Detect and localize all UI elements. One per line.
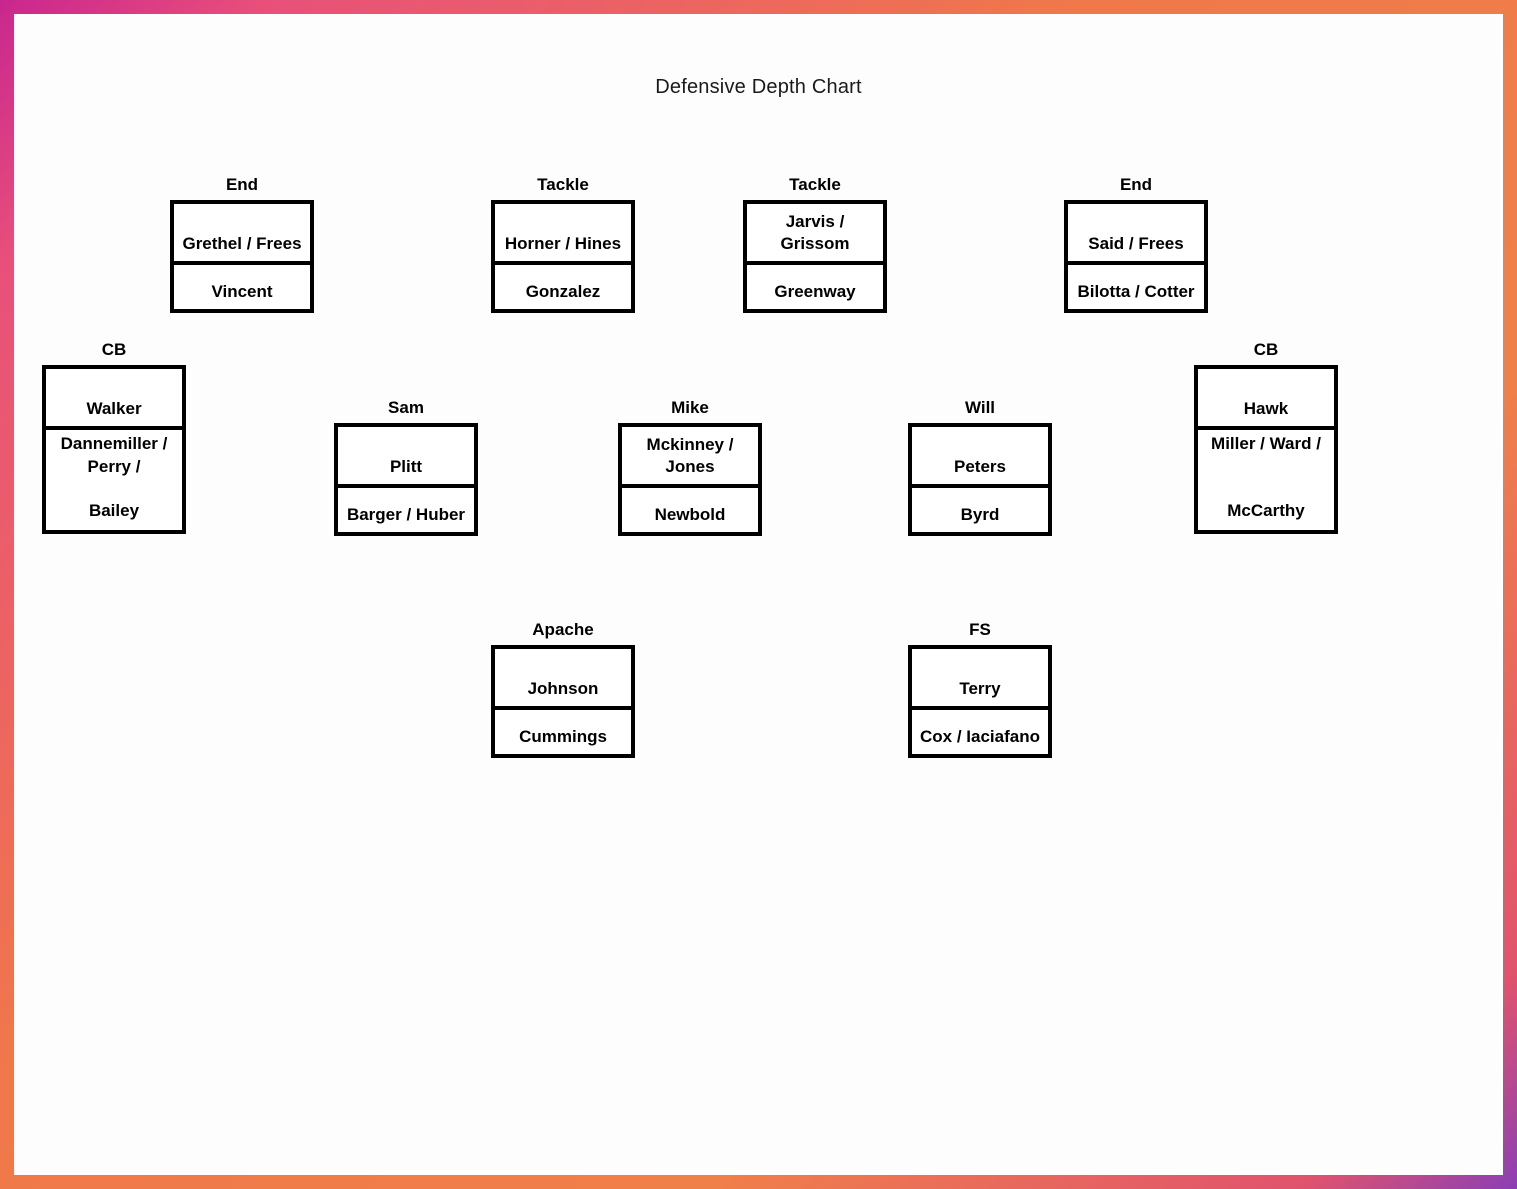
position-label: CB	[1253, 340, 1279, 359]
depth-cell-backup[interactable]: Bilotta / Cotter	[1068, 261, 1204, 309]
position-group-cb-left: CB Walker Dannemiller / Perry / Bailey	[42, 341, 186, 534]
position-group-de-right: End Said / Frees Bilotta / Cotter	[1064, 176, 1208, 313]
depth-cell-backup-line2: Bailey	[88, 501, 140, 521]
depth-cell-backup[interactable]: Miller / Ward / McCarthy	[1198, 426, 1334, 530]
depth-box[interactable]: Grethel / Frees Vincent	[170, 200, 314, 313]
position-label: FS	[969, 620, 991, 639]
depth-cell-starter[interactable]: Jarvis / Grissom	[780, 211, 850, 254]
position-group-dt-left: Tackle Horner / Hines Gonzalez	[491, 176, 635, 313]
depth-cell-backup-line1: Miller / Ward /	[1211, 434, 1321, 453]
depth-cell-starter[interactable]: Plitt	[389, 457, 423, 477]
depth-box[interactable]: Johnson Cummings	[491, 645, 635, 758]
position-group-lb-sam: Sam Plitt Barger / Huber	[334, 399, 478, 536]
depth-box[interactable]: Plitt Barger / Huber	[334, 423, 478, 536]
position-label: Tackle	[789, 175, 841, 194]
depth-cell-backup[interactable]: Cox / Iaciafano	[912, 706, 1048, 754]
depth-cell-starter[interactable]: Said / Frees	[1088, 234, 1184, 254]
depth-cell-starter[interactable]: Walker	[86, 399, 142, 419]
depth-box[interactable]: Hawk Miller / Ward / McCarthy	[1194, 365, 1338, 534]
depth-cell-starter[interactable]: Peters	[954, 457, 1006, 477]
depth-cell-backup[interactable]: Greenway	[747, 261, 883, 309]
depth-cell-starter[interactable]: Grethel / Frees	[182, 234, 302, 254]
depth-box[interactable]: Jarvis / Grissom Greenway	[743, 200, 887, 313]
depth-box[interactable]: Peters Byrd	[908, 423, 1052, 536]
depth-cell-starter[interactable]: Hawk	[1243, 399, 1289, 419]
page-title: Defensive Depth Chart	[655, 76, 862, 98]
chart-sheet: Defensive Depth Chart End Grethel / Free…	[14, 14, 1503, 1175]
depth-cell-backup-line1: Dannemiller / Perry /	[60, 434, 168, 476]
position-label: Will	[964, 398, 996, 417]
position-label: Sam	[388, 398, 424, 417]
position-group-lb-mike: Mike Mckinney / Jones Newbold	[618, 399, 762, 536]
depth-cell-backup[interactable]: Cummings	[495, 706, 631, 754]
depth-cell-backup[interactable]: Vincent	[174, 261, 310, 309]
depth-box[interactable]: Walker Dannemiller / Perry / Bailey	[42, 365, 186, 534]
depth-cell-backup[interactable]: Barger / Huber	[338, 484, 474, 532]
depth-cell-backup[interactable]: Gonzalez	[495, 261, 631, 309]
depth-box[interactable]: Mckinney / Jones Newbold	[618, 423, 762, 536]
position-label: End	[225, 175, 259, 194]
position-group-lb-will: Will Peters Byrd	[908, 399, 1052, 536]
depth-box[interactable]: Terry Cox / Iaciafano	[908, 645, 1052, 758]
depth-cell-starter[interactable]: Terry	[959, 679, 1001, 699]
depth-cell-starter[interactable]: Mckinney / Jones	[646, 434, 734, 477]
depth-cell-backup[interactable]: Newbold	[622, 484, 758, 532]
depth-cell-starter[interactable]: Horner / Hines	[504, 234, 622, 254]
position-label: CB	[101, 340, 127, 359]
depth-cell-backup[interactable]: Dannemiller / Perry / Bailey	[46, 426, 182, 530]
position-label: Apache	[532, 620, 594, 639]
position-group-dt-right: Tackle Jarvis / Grissom Greenway	[743, 176, 887, 313]
position-group-de-left: End Grethel / Frees Vincent	[170, 176, 314, 313]
position-group-cb-right: CB Hawk Miller / Ward / McCarthy	[1194, 341, 1338, 534]
depth-box[interactable]: Said / Frees Bilotta / Cotter	[1064, 200, 1208, 313]
depth-cell-backup[interactable]: Byrd	[912, 484, 1048, 532]
position-label: End	[1119, 175, 1153, 194]
position-label: Mike	[671, 398, 709, 417]
position-group-s-fs: FS Terry Cox / Iaciafano	[908, 621, 1052, 758]
position-label: Tackle	[537, 175, 589, 194]
depth-cell-backup-line2: McCarthy	[1227, 501, 1305, 521]
depth-box[interactable]: Horner / Hines Gonzalez	[491, 200, 635, 313]
position-group-s-apache: Apache Johnson Cummings	[491, 621, 635, 758]
depth-cell-starter[interactable]: Johnson	[527, 679, 599, 699]
